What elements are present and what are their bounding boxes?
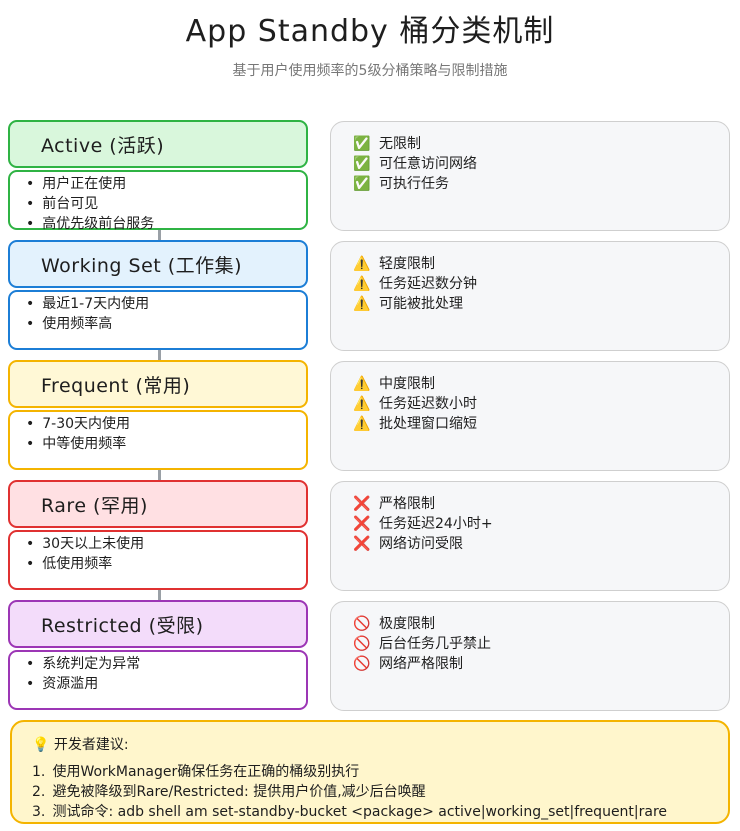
trait-item: 7-30天内使用 — [26, 414, 306, 434]
tip-text: 使用WorkManager确保任务在正确的桶级别执行 — [52, 764, 360, 780]
tip-number: 2. — [32, 784, 46, 800]
restriction-item: ✅ 可执行任务 — [351, 174, 729, 194]
trait-item: 30天以上未使用 — [26, 534, 306, 554]
tips-heading-row: 💡 开发者建议: — [32, 734, 728, 756]
bucket-traits: 最近1-7天内使用使用频率高 — [8, 290, 308, 350]
restriction-text: 网络访问受限 — [379, 536, 463, 552]
bucket-title: Working Set (工作集) — [8, 240, 308, 288]
restriction-text: 后台任务几乎禁止 — [379, 636, 491, 652]
bucket-traits: 7-30天内使用中等使用频率 — [8, 410, 308, 470]
warning-icon: ⚠️ — [353, 276, 371, 292]
tip-text: 避免被降级到Rare/Restricted: 提供用户价值,减少后台唤醒 — [52, 784, 426, 800]
warning-icon: ⚠️ — [353, 416, 371, 432]
restriction-panel: 🚫 极度限制 🚫 后台任务几乎禁止 🚫 网络严格限制 — [330, 601, 730, 711]
trait-item: 系统判定为异常 — [26, 654, 306, 674]
bucket-connector — [158, 230, 161, 240]
cross-icon: ❌ — [353, 536, 371, 552]
restriction-item: 🚫 极度限制 — [351, 614, 729, 634]
trait-item: 高优先级前台服务 — [26, 214, 306, 234]
cross-icon: ❌ — [353, 516, 371, 532]
restriction-text: 中度限制 — [379, 376, 435, 392]
restriction-item: ✅ 可任意访问网络 — [351, 154, 729, 174]
restriction-item: 🚫 后台任务几乎禁止 — [351, 634, 729, 654]
restriction-panel: ❌ 严格限制 ❌ 任务延迟24小时+ ❌ 网络访问受限 — [330, 481, 730, 591]
restriction-text: 极度限制 — [379, 616, 435, 632]
cross-icon: ❌ — [353, 496, 371, 512]
restriction-item: 🚫 网络严格限制 — [351, 654, 729, 674]
trait-item: 前台可见 — [26, 194, 306, 214]
restriction-text: 可能被批处理 — [379, 296, 463, 312]
restriction-item: ✅ 无限制 — [351, 134, 729, 154]
check-icon: ✅ — [353, 176, 371, 192]
restriction-item: ⚠️ 可能被批处理 — [351, 294, 729, 314]
restriction-item: ❌ 任务延迟24小时+ — [351, 514, 729, 534]
bucket-title: Frequent (常用) — [8, 360, 308, 408]
bucket-connector — [158, 350, 161, 360]
check-icon: ✅ — [353, 156, 371, 172]
bucket-connector — [158, 470, 161, 480]
check-icon: ✅ — [353, 136, 371, 152]
prohibited-icon: 🚫 — [353, 616, 371, 632]
restriction-text: 可任意访问网络 — [379, 156, 477, 172]
bucket-title: Active (活跃) — [8, 120, 308, 168]
trait-item: 中等使用频率 — [26, 434, 306, 454]
tip-number: 1. — [32, 764, 46, 780]
bucket-title: Restricted (受限) — [8, 600, 308, 648]
tip-text: 测试命令: adb shell am set-standby-bucket <p… — [52, 804, 668, 820]
restriction-item: ⚠️ 批处理窗口缩短 — [351, 414, 729, 434]
bucket-traits: 用户正在使用前台可见高优先级前台服务 — [8, 170, 308, 232]
restriction-text: 任务延迟数小时 — [379, 396, 477, 412]
tip-item: 2. 避免被降级到Rare/Restricted: 提供用户价值,减少后台唤醒 — [32, 782, 728, 802]
trait-item: 使用频率高 — [26, 314, 306, 334]
restriction-text: 无限制 — [379, 136, 421, 152]
trait-item: 资源滥用 — [26, 674, 306, 694]
warning-icon: ⚠️ — [353, 256, 371, 272]
trait-item: 最近1-7天内使用 — [26, 294, 306, 314]
restriction-item: ⚠️ 任务延迟数小时 — [351, 394, 729, 414]
restriction-text: 批处理窗口缩短 — [379, 416, 477, 432]
bucket-title: Rare (罕用) — [8, 480, 308, 528]
restriction-item: ❌ 严格限制 — [351, 494, 729, 514]
restriction-text: 严格限制 — [379, 496, 435, 512]
restriction-text: 轻度限制 — [379, 256, 435, 272]
warning-icon: ⚠️ — [353, 396, 371, 412]
bucket-connector — [158, 590, 161, 600]
tips-heading: 开发者建议: — [53, 737, 129, 753]
tip-item: 3. 测试命令: adb shell am set-standby-bucket… — [32, 802, 728, 822]
trait-item: 低使用频率 — [26, 554, 306, 574]
restriction-item: ⚠️ 中度限制 — [351, 374, 729, 394]
warning-icon: ⚠️ — [353, 376, 371, 392]
restriction-text: 可执行任务 — [379, 176, 449, 192]
trait-item: 用户正在使用 — [26, 174, 306, 194]
prohibited-icon: 🚫 — [353, 636, 371, 652]
restriction-panel: ⚠️ 轻度限制 ⚠️ 任务延迟数分钟 ⚠️ 可能被批处理 — [330, 241, 730, 351]
restriction-text: 任务延迟24小时+ — [379, 516, 493, 532]
restriction-panel: ✅ 无限制 ✅ 可任意访问网络 ✅ 可执行任务 — [330, 121, 730, 231]
lightbulb-icon: 💡 — [32, 737, 50, 753]
page-title: App Standby 桶分类机制 — [185, 14, 555, 49]
prohibited-icon: 🚫 — [353, 656, 371, 672]
page-subtitle: 基于用户使用频率的5级分桶策略与限制措施 — [232, 63, 508, 79]
developer-tips-panel: 💡 开发者建议: 1. 使用WorkManager确保任务在正确的桶级别执行 2… — [10, 720, 730, 824]
warning-icon: ⚠️ — [353, 296, 371, 312]
tip-number: 3. — [32, 804, 46, 820]
restriction-item: ⚠️ 任务延迟数分钟 — [351, 274, 729, 294]
tip-item: 1. 使用WorkManager确保任务在正确的桶级别执行 — [32, 762, 728, 782]
restriction-item: ❌ 网络访问受限 — [351, 534, 729, 554]
restriction-text: 网络严格限制 — [379, 656, 463, 672]
restriction-text: 任务延迟数分钟 — [379, 276, 477, 292]
restriction-panel: ⚠️ 中度限制 ⚠️ 任务延迟数小时 ⚠️ 批处理窗口缩短 — [330, 361, 730, 471]
restriction-item: ⚠️ 轻度限制 — [351, 254, 729, 274]
bucket-traits: 系统判定为异常资源滥用 — [8, 650, 308, 710]
bucket-traits: 30天以上未使用低使用频率 — [8, 530, 308, 590]
